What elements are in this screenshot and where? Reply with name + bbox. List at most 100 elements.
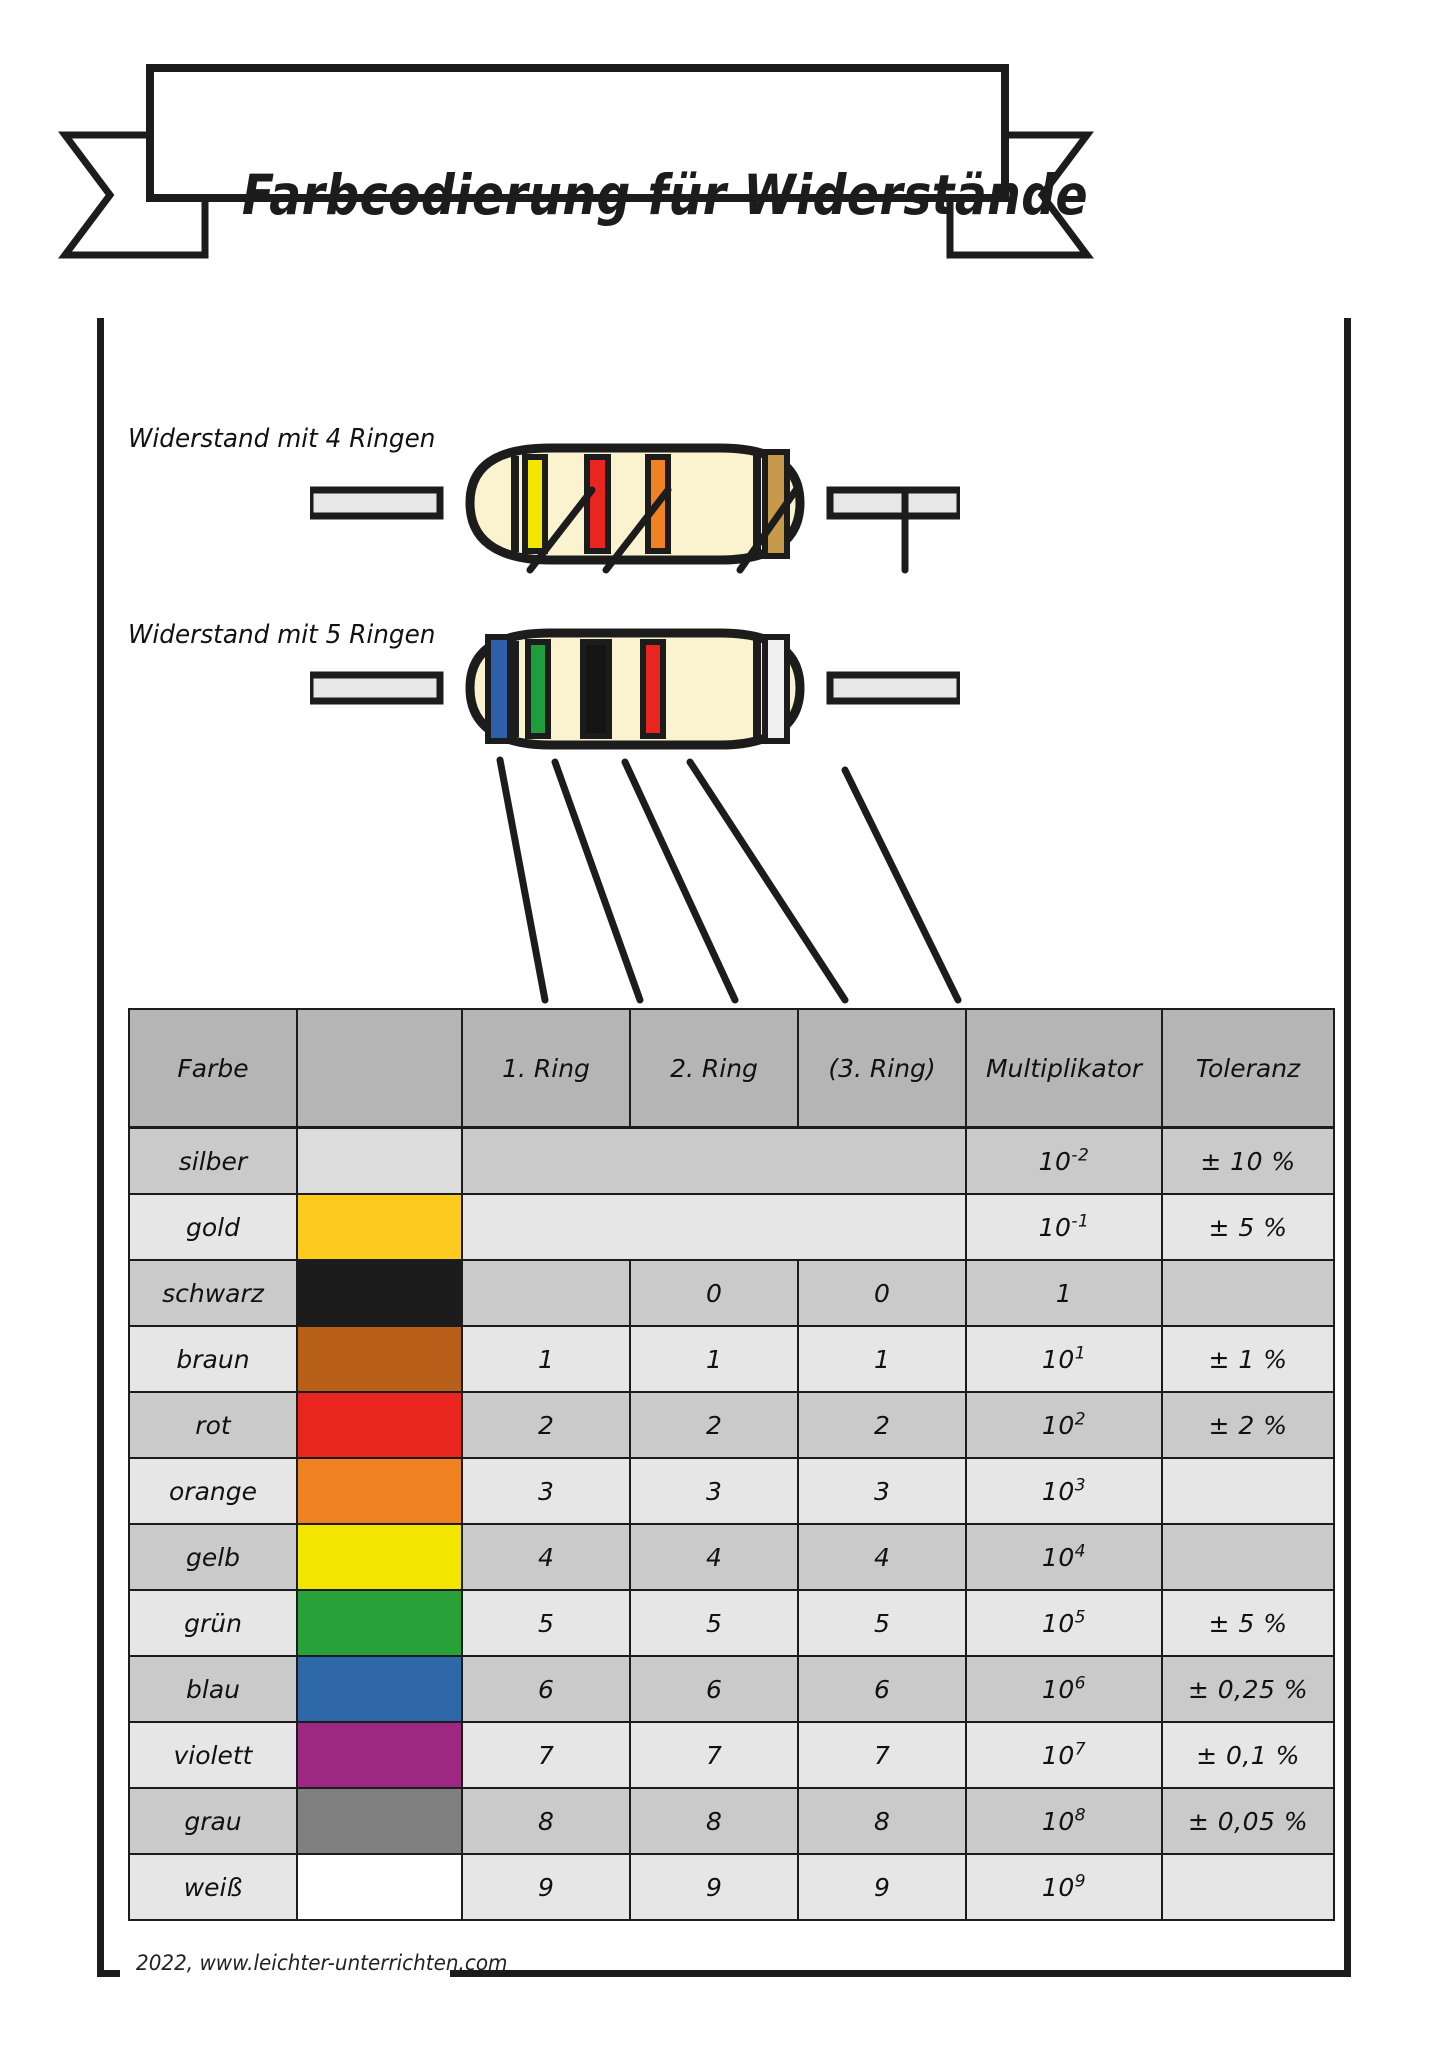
cell-tolerance: ± 5 % [1161,1589,1335,1657]
cell-multiplier: 104 [965,1523,1163,1591]
cell-color-name: braun [128,1325,298,1393]
page-frame-bottom-gap [120,1963,450,1985]
color-swatch [298,1789,461,1853]
cell-ring2: 9 [629,1853,799,1921]
header-swatch [296,1008,463,1129]
page-frame-bottom-edge [97,1970,1351,1977]
cell-ring1: 3 [461,1457,631,1525]
color-swatch [298,1327,461,1391]
cell-tolerance [1161,1457,1335,1525]
resistor-5-band-4 [640,639,666,739]
table-header-row: Farbe 1. Ring 2. Ring (3. Ring) Multipli… [128,1008,1335,1129]
color-swatch [298,1195,461,1259]
cell-tolerance [1161,1259,1335,1327]
cell-ring2: 0 [629,1259,799,1327]
cell-ring2: 3 [629,1457,799,1525]
color-code-table: Farbe 1. Ring 2. Ring (3. Ring) Multipli… [128,1008,1335,1921]
cell-color-swatch [296,1126,463,1195]
color-swatch [298,1855,461,1919]
cell-ring2: 1 [629,1325,799,1393]
cell-color-name: silber [128,1126,298,1195]
cell-digits-merged [461,1126,967,1195]
cell-color-swatch [296,1655,463,1723]
cell-tolerance [1161,1523,1335,1591]
color-swatch [298,1393,461,1457]
leader-5ring-tolerance [841,766,962,1004]
footer-credit: 2022, www.leichter-unterrichten.com [136,1951,508,1975]
cell-tolerance: ± 0,1 % [1161,1721,1335,1789]
page-title: Farbcodierung für Widerstände [241,163,1089,227]
cell-multiplier: 106 [965,1655,1163,1723]
header-tolerance: Toleranz [1161,1008,1335,1129]
cell-multiplier: 103 [965,1457,1163,1525]
cell-ring1: 5 [461,1589,631,1657]
header-multiplier: Multiplikator [965,1008,1163,1129]
cell-multiplier: 105 [965,1589,1163,1657]
cell-ring1: 9 [461,1853,631,1921]
resistor-5-band-3 [580,639,612,739]
cell-multiplier: 10-2 [965,1126,1163,1195]
resistor-4-rings-illustration [306,440,964,574]
resistor-5-tolerance-band [762,634,790,744]
header-ring1: 1. Ring [461,1008,631,1129]
cell-tolerance: ± 2 % [1161,1391,1335,1459]
color-swatch [298,1657,461,1721]
cell-color-name: weiß [128,1853,298,1921]
color-swatch [298,1459,461,1523]
cell-tolerance: ± 5 % [1161,1193,1335,1261]
color-swatch [298,1129,461,1193]
cell-color-swatch [296,1193,463,1261]
cell-multiplier: 109 [965,1853,1163,1921]
header-ring2: 2. Ring [629,1008,799,1129]
cell-color-swatch [296,1721,463,1789]
cell-multiplier: 10-1 [965,1193,1163,1261]
resistor-4-band-1 [522,454,548,554]
cell-color-swatch [296,1787,463,1855]
cell-tolerance: ± 1 % [1161,1325,1335,1393]
leader-5ring-band2 [551,758,644,1004]
cell-ring1: 2 [461,1391,631,1459]
cell-ring3: 8 [797,1787,967,1855]
resistor-5-rings-illustration [306,625,964,759]
cell-ring2: 6 [629,1655,799,1723]
header-color: Farbe [128,1008,298,1129]
cell-color-name: orange [128,1457,298,1525]
cell-ring1: 4 [461,1523,631,1591]
cell-ring3: 9 [797,1853,967,1921]
resistor-4-band-2 [584,454,611,554]
cell-ring2: 4 [629,1523,799,1591]
caption-resistor-4-rings: Widerstand mit 4 Ringen [128,424,436,454]
cell-ring1 [461,1259,631,1327]
cell-color-swatch [296,1523,463,1591]
cell-ring3: 0 [797,1259,967,1327]
cell-multiplier: 107 [965,1721,1163,1789]
resistor-5-band-1 [485,634,513,744]
color-swatch [298,1723,461,1787]
cell-ring3: 7 [797,1721,967,1789]
resistor-5-band-2 [525,639,551,739]
cell-color-name: schwarz [128,1259,298,1327]
cell-ring1: 1 [461,1325,631,1393]
color-code-table-wrapper: Farbe 1. Ring 2. Ring (3. Ring) Multipli… [128,1008,1335,1921]
cell-tolerance: ± 0,25 % [1161,1655,1335,1723]
cell-multiplier: 102 [965,1391,1163,1459]
cell-color-name: rot [128,1391,298,1459]
cell-tolerance [1161,1853,1335,1921]
color-swatch [298,1525,461,1589]
cell-color-swatch [296,1391,463,1459]
page-frame-left-edge [97,318,104,1977]
cell-color-swatch [296,1589,463,1657]
banner-ribbon-shape [58,64,1094,259]
page-frame-right-edge [1344,318,1351,1977]
cell-tolerance: ± 0,05 % [1161,1787,1335,1855]
